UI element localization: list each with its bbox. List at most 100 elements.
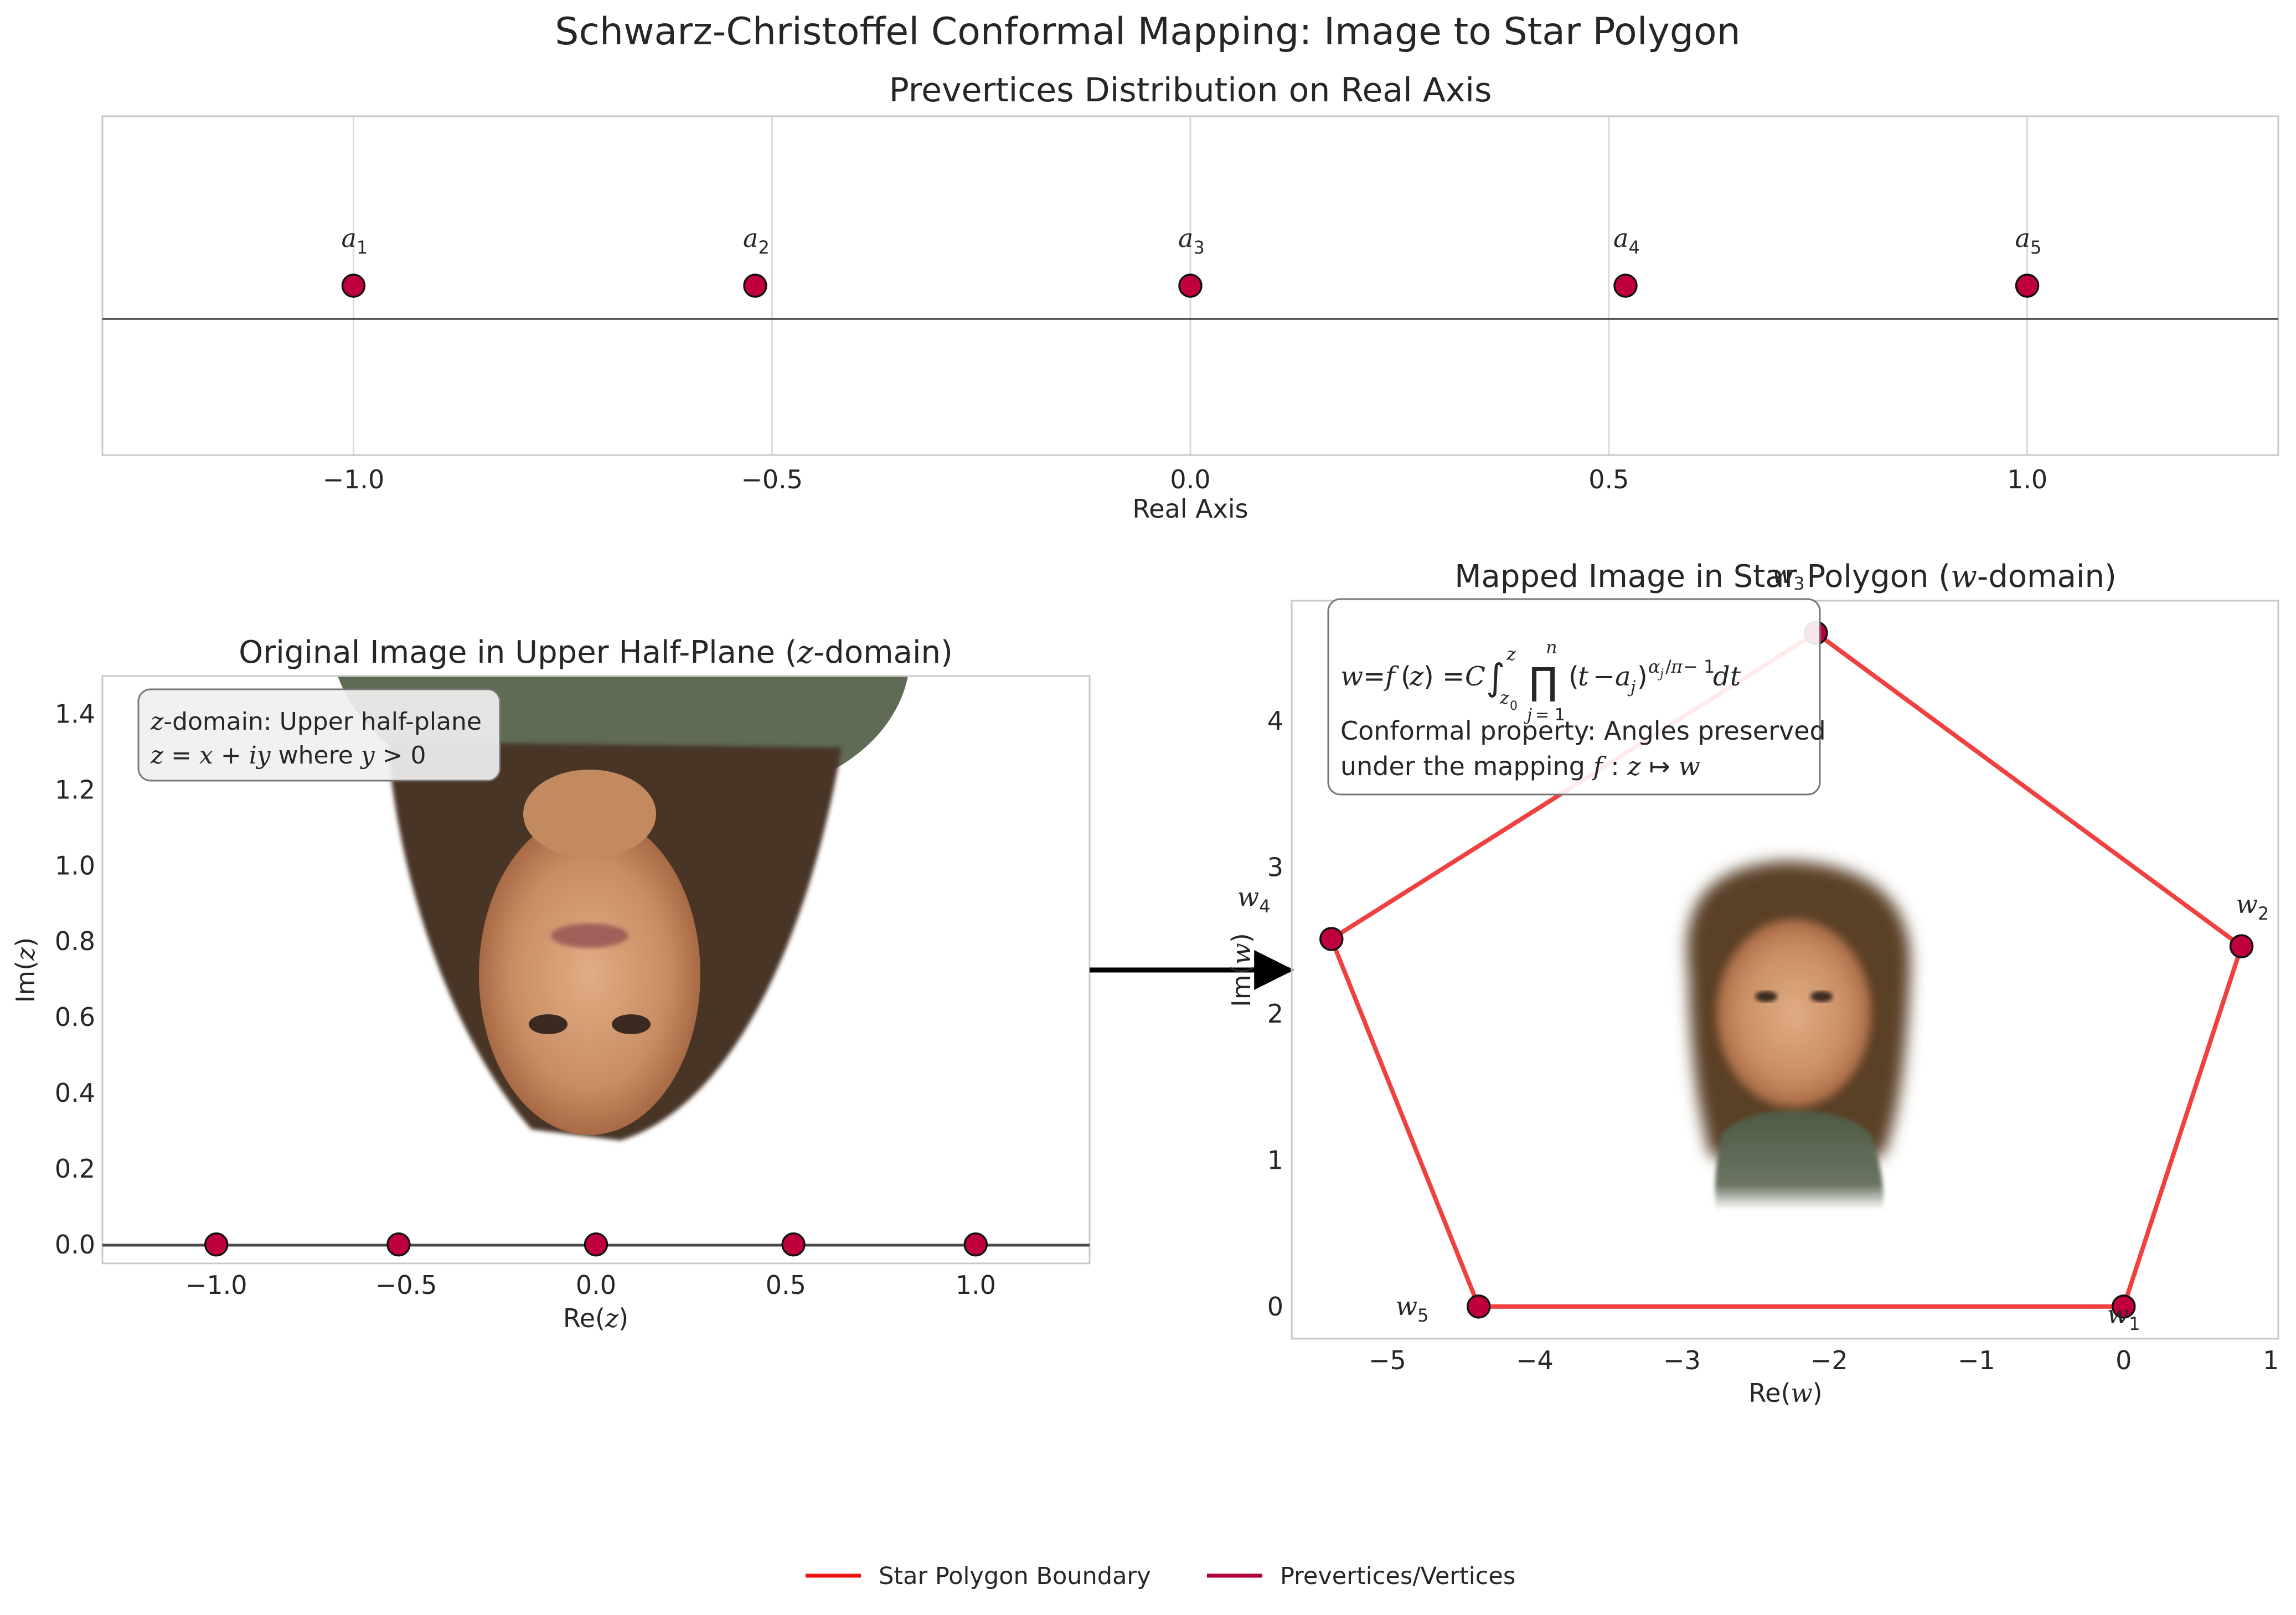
wdomain-vertex-label: w1 xyxy=(2107,1299,2140,1334)
svg-text:π: π xyxy=(1670,656,1683,677)
wdomain-xtick-label: −3 xyxy=(1663,1345,1701,1375)
prevertex-point xyxy=(1613,274,1638,298)
svg-text:dt: dt xyxy=(1713,661,1741,692)
svg-text:z: z xyxy=(1499,687,1510,708)
wdomain-xtick-label: −2 xyxy=(1810,1345,1848,1375)
wdomain-ytick-label: 2 xyxy=(1267,999,1283,1029)
wdomain-xtick-label: −4 xyxy=(1516,1345,1554,1375)
wdomain-xtick-label: 1 xyxy=(2263,1345,2279,1375)
zdomain-prevertex-point xyxy=(781,1232,806,1257)
zdomain-prevertex-point xyxy=(963,1232,988,1257)
zdomain-eye-left xyxy=(529,1014,567,1034)
prevertices-xlabel: Real Axis xyxy=(1132,494,1248,524)
svg-text:z: z xyxy=(1409,661,1424,692)
wdomain-vertex-point xyxy=(2111,1294,2136,1319)
prevertex-label: a4 xyxy=(1613,223,1640,258)
mapping-formula: w = f ( z ) = C ∫ z z 0 n ∏ j = 1 ( t − … xyxy=(1340,637,1741,725)
zdomain-ytick-label: 1.2 xyxy=(55,775,95,804)
zdomain-xtick-label: 1.0 xyxy=(956,1270,996,1300)
wdomain-eye-right xyxy=(1810,991,1833,1002)
wdomain-annotation-line1: Conformal property: Angles preserved xyxy=(1340,716,1826,746)
zdomain-prevertex-point xyxy=(204,1232,229,1257)
legend: Star Polygon Boundary Prevertices/Vertic… xyxy=(806,1562,1515,1590)
zdomain-prevertex-point xyxy=(386,1232,411,1257)
legend-vertices-label: Prevertices/Vertices xyxy=(1280,1562,1515,1590)
prevertex-label: a2 xyxy=(743,223,770,258)
wdomain-ytick-label: 4 xyxy=(1267,706,1283,736)
svg-text:(: ( xyxy=(1568,661,1579,692)
prevertex-point xyxy=(341,274,366,298)
zdomain-title: Original Image in Upper Half-Plane (z-do… xyxy=(239,634,953,670)
zdomain-xlabel: Re(z) xyxy=(563,1303,628,1333)
svg-text:z: z xyxy=(1506,643,1516,664)
wdomain-ytick-label: 0 xyxy=(1267,1292,1283,1322)
svg-text:∏: ∏ xyxy=(1529,660,1557,704)
svg-text:): ) xyxy=(1637,661,1648,692)
zdomain-ytick-label: 0.2 xyxy=(55,1154,95,1184)
svg-text:= 1: = 1 xyxy=(1535,705,1565,725)
wdomain-xtick-label: −1 xyxy=(1958,1345,1995,1375)
zdomain-ytick-label: 1.4 xyxy=(55,699,95,729)
wdomain-vertex-label: w4 xyxy=(1237,882,1271,917)
prevertex-label: a3 xyxy=(1178,223,1205,258)
zdomain-ytick-label: 0.6 xyxy=(55,1002,95,1032)
wdomain-ytick-label: 1 xyxy=(1267,1145,1283,1175)
wdomain-xtick-label: 0 xyxy=(2116,1345,2132,1375)
prevertices-frame xyxy=(101,115,2279,456)
zdomain-panel: Original Image in Upper Half-Plane (z-do… xyxy=(11,634,1091,1333)
zdomain-ytick-label: 0.4 xyxy=(55,1078,95,1108)
prevertex-label: a5 xyxy=(2015,223,2042,258)
zdomain-ytick-label: 0.0 xyxy=(55,1230,95,1260)
zdomain-mouth xyxy=(551,923,628,948)
zdomain-ylabel: Im(z) xyxy=(11,937,40,1003)
zdomain-points xyxy=(204,1232,988,1257)
wdomain-vertex-label: w2 xyxy=(2236,889,2269,924)
prevertices-xtick-label: −1.0 xyxy=(323,465,385,494)
legend-boundary-label: Star Polygon Boundary xyxy=(879,1562,1151,1590)
prevertices-xtick-label: 0.5 xyxy=(1588,465,1629,494)
wdomain-eye-left xyxy=(1755,991,1777,1002)
figure-title: Schwarz-Christoffel Conformal Mapping: I… xyxy=(555,10,1740,54)
wdomain-tick-labels: −5 −4 −3 −2 −1 0 1 0 1 2 3 4 xyxy=(1267,706,2279,1375)
zdomain-annotation: z-domain: Upper half-plane z = x + iy wh… xyxy=(137,688,501,782)
zdomain-xtick-label: 0.5 xyxy=(766,1270,806,1300)
prevertex-point xyxy=(2015,274,2040,298)
prevertex-point xyxy=(743,274,767,298)
wdomain-shirt xyxy=(1715,1110,1884,1210)
svg-text:/: / xyxy=(1665,656,1671,677)
svg-text:=: = xyxy=(1363,661,1385,692)
zdomain-xtick-label: −0.5 xyxy=(375,1270,437,1300)
prevertices-xtick-label: 1.0 xyxy=(2007,465,2047,494)
prevertex-label: a1 xyxy=(341,223,368,258)
svg-text:0: 0 xyxy=(1510,699,1518,713)
zdomain-annotation-box xyxy=(137,688,501,782)
zdomain-neck xyxy=(523,770,656,858)
prevertices-points: a1 a2 a3 a4 a5 xyxy=(341,223,2042,298)
wdomain-annotation-line2: under the mapping f : z ↦ w xyxy=(1340,751,1700,781)
wdomain-xtick-label: −5 xyxy=(1369,1345,1406,1375)
zdomain-annotation-line1: z-domain: Upper half-plane xyxy=(150,708,482,736)
prevertex-point xyxy=(1178,274,1203,298)
wdomain-ytick-label: 3 xyxy=(1267,852,1283,882)
wdomain-vertices: w1 w2 w 3w4 w5 xyxy=(1237,559,2269,1334)
wdomain-image xyxy=(1686,861,1911,1210)
wdomain-panel: −5 −4 −3 −2 −1 0 1 0 1 2 3 4 w1 w2 w 3w4 w5 Mapped Imag… xyxy=(1226,559,2279,1408)
wdomain-vertex-label: w5 xyxy=(1396,1291,1429,1326)
svg-text:w: w xyxy=(1340,661,1363,692)
zdomain-annotation-line2: z = x + iy where y > 0 xyxy=(150,741,426,770)
zdomain-eye-right xyxy=(612,1014,651,1034)
svg-text:−: − xyxy=(1593,661,1615,692)
svg-text:) =: ) = xyxy=(1423,661,1464,692)
svg-text:∫: ∫ xyxy=(1486,656,1505,699)
wdomain-title: Mapped Image in Star Polygon (w-domain) xyxy=(1454,559,2117,595)
svg-text:α: α xyxy=(1648,656,1660,677)
wdomain-annotation-box xyxy=(1327,598,1821,796)
wdomain-ylabel: Im(w) xyxy=(1226,933,1256,1007)
wdomain-annotation: w = f ( z ) = C ∫ z z 0 n ∏ j = 1 ( t − … xyxy=(1327,598,1826,796)
prevertices-title: Prevertices Distribution on Real Axis xyxy=(889,71,1492,110)
svg-text:− 1: − 1 xyxy=(1683,656,1715,677)
svg-text:t: t xyxy=(1578,661,1589,692)
svg-text:a: a xyxy=(1615,661,1631,692)
prevertices-xtick-label: 0.0 xyxy=(1170,465,1210,494)
